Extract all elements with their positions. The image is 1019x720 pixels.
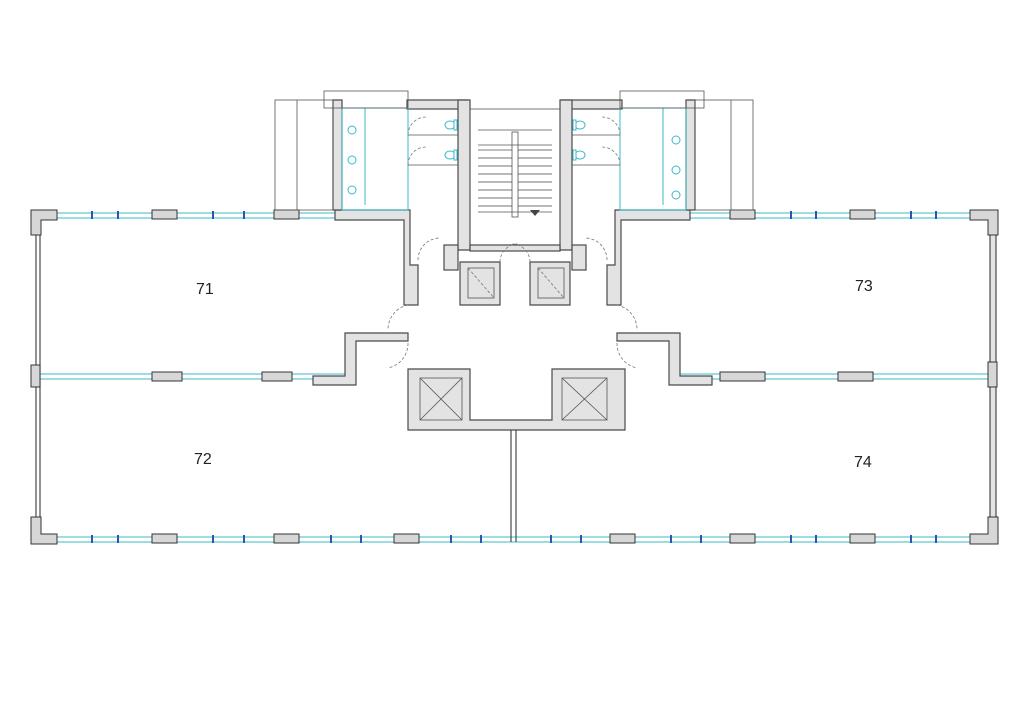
- sink-icon: [671, 135, 681, 200]
- toilet-icon: [444, 119, 458, 131]
- stairwell: [469, 108, 561, 252]
- elevator-core: [407, 368, 626, 431]
- core-right-walls: [559, 99, 713, 386]
- balcony-frames: [274, 90, 754, 211]
- room-label-71: 71: [196, 281, 214, 298]
- room-label-74: 74: [854, 454, 872, 471]
- room-label-73: 73: [855, 278, 873, 295]
- piers: [30, 209, 999, 545]
- toilet-icon: [444, 149, 458, 161]
- service-shafts: [443, 244, 587, 306]
- toilet-icon: [572, 119, 586, 131]
- sink-icon: [347, 125, 357, 195]
- stair-arrow-icon: [530, 210, 540, 216]
- core-left-walls: [312, 99, 471, 386]
- window-mullions: [91, 211, 937, 543]
- lobby-doors: [387, 237, 638, 369]
- elevator-shaft-icon: [419, 377, 463, 421]
- restroom-right: [572, 107, 687, 211]
- toilet-icon: [572, 149, 586, 161]
- restroom-left: [341, 107, 458, 211]
- room-label-72: 72: [194, 451, 212, 468]
- elevator-shaft-icon: [561, 377, 608, 421]
